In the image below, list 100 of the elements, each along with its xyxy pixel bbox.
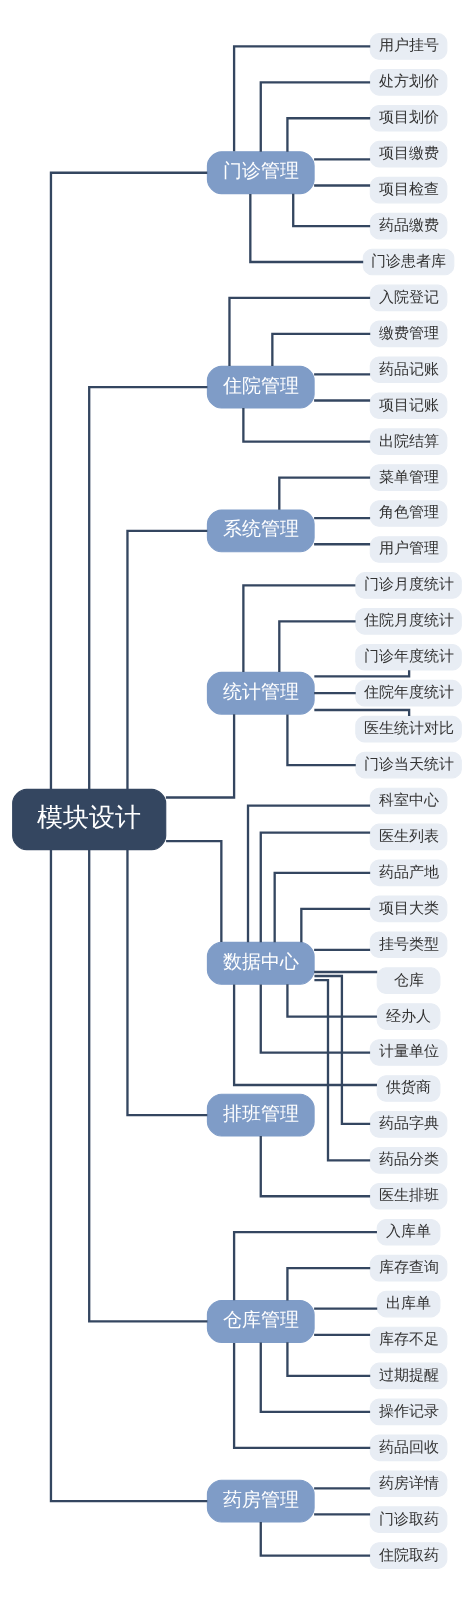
connector — [242, 583, 356, 672]
connector — [232, 1230, 377, 1300]
node-box: 住院取药 — [369, 1541, 448, 1569]
node-box: 药品回收 — [369, 1434, 448, 1461]
node-box: 统计管理 — [206, 671, 315, 715]
node-box: 门诊取药 — [369, 1505, 448, 1533]
connector — [126, 849, 208, 1116]
connector — [259, 1135, 371, 1197]
connector — [88, 849, 208, 1323]
node-box: 菜单管理 — [369, 463, 448, 491]
node-box: 计量单位 — [369, 1038, 448, 1066]
connector — [292, 193, 371, 227]
connector — [165, 713, 236, 799]
connector — [259, 831, 371, 942]
connector — [249, 193, 364, 263]
connector — [259, 80, 371, 152]
connector — [49, 849, 208, 1502]
node-box: 库存查询 — [369, 1254, 448, 1281]
node-box: 药品分类 — [369, 1146, 448, 1174]
connector — [314, 970, 378, 973]
connector — [228, 296, 371, 366]
node-box: 医生排班 — [369, 1182, 448, 1210]
node-box: 门诊管理 — [206, 150, 315, 194]
node-box: 用户管理 — [369, 535, 448, 563]
connector — [314, 157, 371, 161]
node-box: 住院管理 — [206, 365, 315, 409]
connector — [49, 171, 208, 789]
connector — [286, 1341, 371, 1377]
connector — [273, 871, 371, 942]
node-box: 操作记录 — [369, 1398, 448, 1425]
node-box: 缴费管理 — [369, 320, 448, 347]
node-box: 入院登记 — [369, 284, 448, 311]
connector — [271, 332, 371, 366]
node-box: 经办人 — [376, 1002, 441, 1030]
connector — [314, 1307, 378, 1310]
connector — [232, 984, 377, 1086]
node-box: 挂号类型 — [369, 930, 448, 958]
node-box: 出院结算 — [369, 427, 448, 455]
connector — [259, 1521, 371, 1557]
node-box: 门诊年度统计 — [355, 643, 462, 671]
connector — [126, 529, 208, 789]
connector — [314, 516, 371, 519]
node-box: 角色管理 — [369, 499, 448, 527]
node-box: 门诊当天统计 — [355, 751, 462, 778]
node-box: 药品产地 — [369, 859, 448, 886]
connector — [246, 804, 371, 942]
node-box: 过期提醒 — [369, 1362, 448, 1389]
node-box: 门诊患者库 — [362, 248, 455, 275]
connector — [314, 974, 371, 1125]
connector — [232, 44, 371, 151]
connector — [242, 407, 371, 443]
connector — [286, 713, 356, 766]
connector — [286, 116, 371, 152]
node-box: 项目记账 — [369, 391, 448, 419]
node-box: 项目缴费 — [369, 140, 448, 167]
node-box: 仓库 — [376, 966, 441, 994]
node-box: 入库单 — [376, 1218, 441, 1246]
connector — [259, 1341, 371, 1413]
node-box: 项目划价 — [369, 104, 448, 132]
node-box: 供货商 — [376, 1074, 441, 1102]
connector — [314, 1333, 371, 1336]
node-box: 项目大类 — [369, 894, 448, 922]
connector — [232, 1342, 371, 1449]
node-box: 药品记账 — [369, 355, 448, 383]
node-box: 排班管理 — [206, 1093, 315, 1137]
connector — [286, 983, 378, 1018]
connector — [286, 1266, 371, 1300]
connector — [314, 542, 371, 545]
connector — [278, 619, 356, 672]
node-box: 药品字典 — [369, 1110, 448, 1138]
node-box: 门诊月度统计 — [355, 571, 462, 599]
connector — [314, 691, 356, 694]
connector — [300, 907, 371, 942]
node-box: 仓库管理 — [206, 1299, 315, 1343]
node-box: 出库单 — [376, 1290, 441, 1317]
connector — [314, 398, 371, 402]
connector — [314, 183, 371, 187]
node-box: 项目检查 — [369, 176, 448, 203]
node-box: 药品缴费 — [369, 212, 448, 239]
node-box: 科室中心 — [369, 787, 448, 814]
connector — [314, 1486, 371, 1490]
node-box: 数据中心 — [206, 941, 315, 985]
node-box: 库存不足 — [369, 1326, 448, 1353]
node-box: 系统管理 — [206, 508, 315, 552]
connector — [259, 983, 371, 1054]
connector — [314, 1512, 371, 1516]
node-box: 医生列表 — [369, 823, 448, 850]
node-box: 药房详情 — [369, 1469, 448, 1497]
node-box: 住院年度统计 — [355, 679, 462, 707]
connector — [314, 372, 371, 376]
connector — [88, 385, 208, 789]
node-box: 医生统计对比 — [355, 715, 462, 742]
connector — [314, 669, 411, 678]
node-box: 处方划价 — [369, 68, 448, 96]
node-box: 模块设计 — [12, 788, 167, 850]
node-box: 用户挂号 — [369, 32, 448, 60]
connector — [314, 978, 371, 1161]
node-box: 药房管理 — [206, 1479, 315, 1523]
node-box: 住院月度统计 — [355, 607, 462, 635]
connector — [166, 839, 223, 942]
